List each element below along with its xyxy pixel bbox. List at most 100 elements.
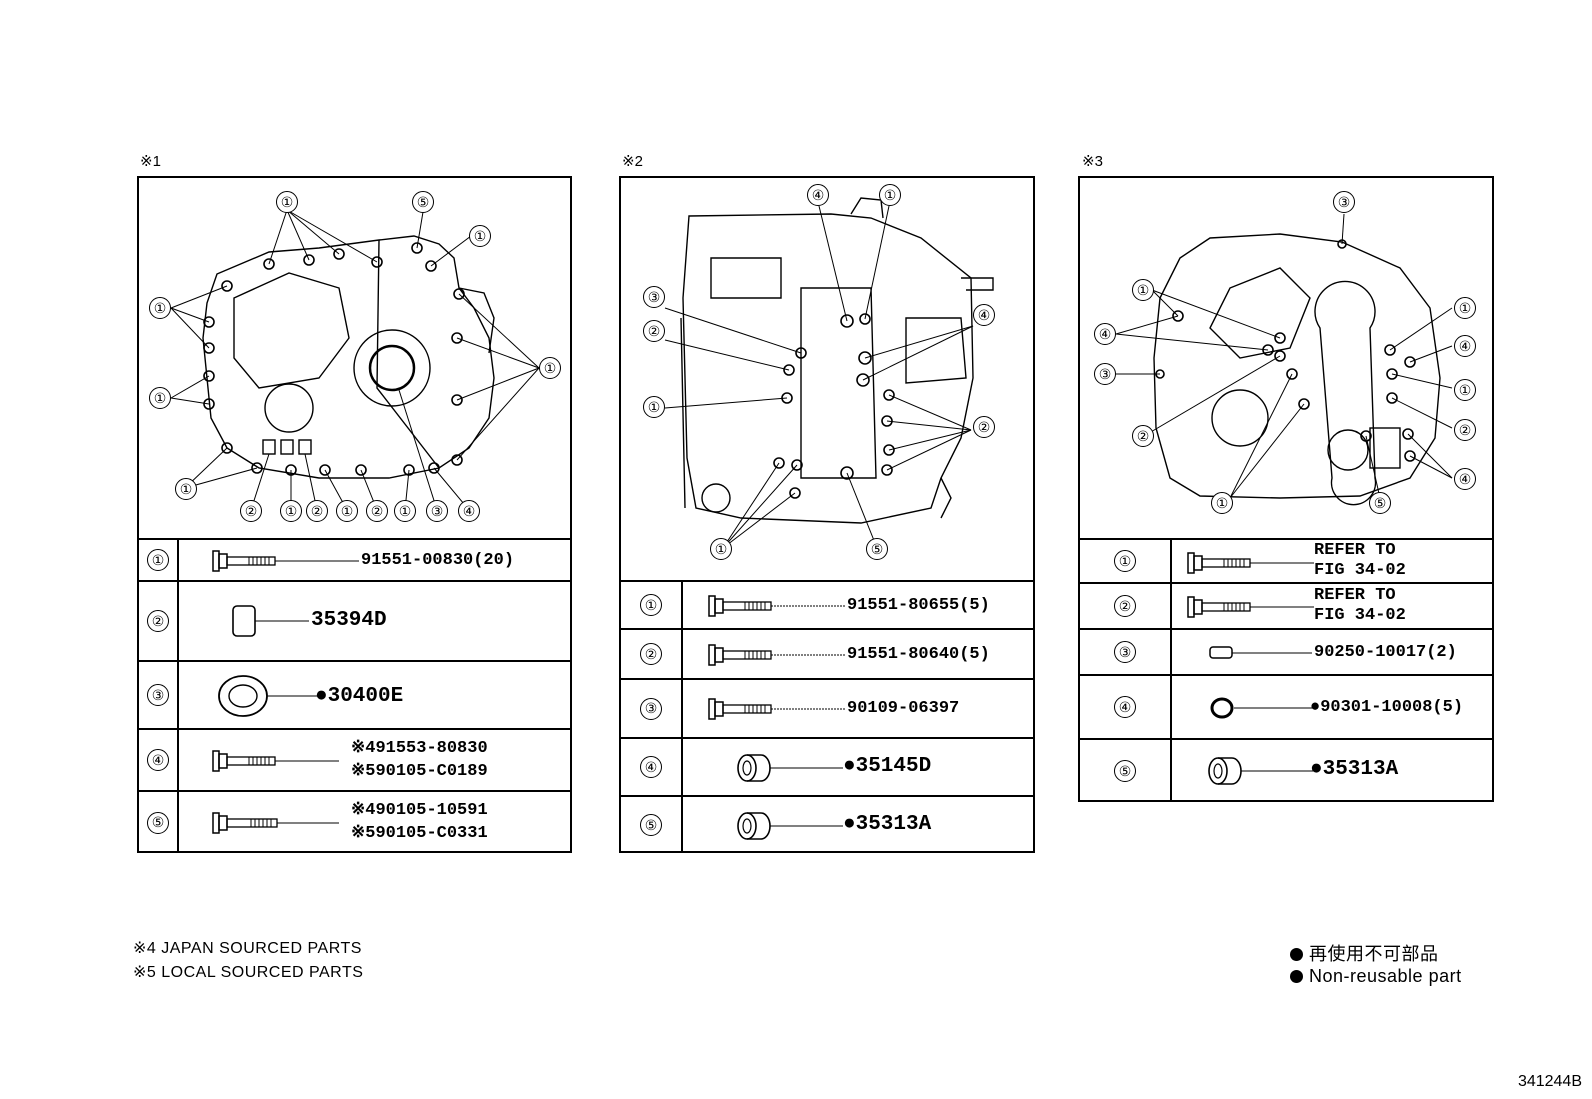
- part-number: ●30400E: [315, 685, 404, 708]
- local-sourced-note: ※5 LOCAL SOURCED PARTS: [133, 964, 364, 981]
- callout-1-bottom-left: ①: [175, 478, 197, 500]
- callout-3-top: ③: [1333, 191, 1355, 213]
- legend-non-reusable-en: Non-reusable part: [1290, 966, 1462, 987]
- callout-3-bottom: ③: [426, 500, 448, 522]
- flange-bolt-icon: [708, 698, 845, 720]
- callout-2-left: ②: [643, 320, 665, 342]
- panel-1-label: ※1: [140, 153, 161, 170]
- row-index: ①: [640, 594, 662, 616]
- parts-row-5: ⑤ ●35313A: [621, 795, 1033, 853]
- flange-bolt-icon: [212, 812, 339, 834]
- callout-1-top-right: ①: [469, 225, 491, 247]
- bushing-icon: [737, 754, 843, 782]
- panel-1: ① ⑤ ① ① ① ① ① ② ① ② ① ② ① ③ ④ ① 91551-00…: [137, 176, 572, 853]
- parts-row-3: ③ ●30400E: [139, 660, 570, 728]
- part-number-japan: ※491553-80830: [351, 739, 488, 758]
- japan-sourced-note: ※4 JAPAN SOURCED PARTS: [133, 940, 362, 957]
- panel-1-drawing: ① ⑤ ① ① ① ① ① ② ① ② ① ② ① ③ ④: [139, 178, 570, 540]
- parts-row-4: ④ ●35145D: [621, 737, 1033, 795]
- panel-3-label: ※3: [1082, 153, 1103, 170]
- flange-bolt-icon: [212, 750, 339, 772]
- row-index: ④: [147, 749, 169, 771]
- row-index: ④: [640, 756, 662, 778]
- part-number: 35394D: [311, 609, 387, 632]
- callout-1-upper-left: ①: [1132, 279, 1154, 301]
- panel-2-drawing: ④ ① ④ ③ ② ① ② ① ⑤: [621, 178, 1033, 582]
- parts-row-2: ② 35394D: [139, 580, 570, 660]
- row-index: ②: [147, 610, 169, 632]
- reference-line-1: REFER TO: [1314, 541, 1396, 560]
- panel-2: ④ ① ④ ③ ② ① ② ① ⑤ ① 91551-80655(5) ② 915…: [619, 176, 1035, 853]
- row-index: ③: [147, 684, 169, 706]
- part-number-local: ※590105-C0331: [351, 824, 488, 843]
- flange-bolt-icon: [212, 550, 359, 572]
- row-index: ②: [1114, 595, 1136, 617]
- case-front-illustration: [170, 209, 540, 511]
- parts-row-3: ③ 90250-10017(2): [1080, 628, 1492, 674]
- callout-5-top: ⑤: [412, 191, 434, 213]
- callout-2-right: ②: [973, 416, 995, 438]
- part-number: 91551-00830(20): [361, 551, 515, 570]
- part-number: ●35313A: [1310, 758, 1399, 781]
- callout-2-bottom-a: ②: [240, 500, 262, 522]
- part-number: ●35313A: [843, 813, 932, 836]
- callout-4-top: ④: [807, 184, 829, 206]
- flange-bolt-icon: [1187, 596, 1314, 618]
- legend-non-reusable-jp: 再使用不可部品: [1290, 940, 1439, 966]
- callout-1-top: ①: [276, 191, 298, 213]
- case-side-illustration: [664, 197, 994, 549]
- parts-row-5: ⑤ ●35313A: [1080, 738, 1492, 802]
- parts-row-3: ③ 90109-06397: [621, 678, 1033, 737]
- part-number-local: ※590105-C0189: [351, 762, 488, 781]
- callout-1-right-a: ①: [1454, 297, 1476, 319]
- parts-row-4: ④ ●90301-10008(5): [1080, 674, 1492, 738]
- callout-1-bottom: ①: [1211, 492, 1233, 514]
- callout-4-bottom: ④: [458, 500, 480, 522]
- callout-5-bottom: ⑤: [1369, 492, 1391, 514]
- reference-line-2: FIG 34-02: [1314, 561, 1406, 580]
- callout-5-bottom: ⑤: [866, 538, 888, 560]
- part-number: ●90301-10008(5): [1310, 698, 1464, 717]
- parts-row-2: ② REFER TO FIG 34-02: [1080, 582, 1492, 628]
- parts-row-2: ② 91551-80640(5): [621, 628, 1033, 678]
- row-index: ③: [1114, 641, 1136, 663]
- figure-id: 341244B: [1517, 1073, 1582, 1090]
- row-index: ①: [1114, 550, 1136, 572]
- oil-seal-icon: [218, 675, 319, 717]
- bushing-icon: [1208, 757, 1314, 785]
- row-index: ④: [1114, 696, 1136, 718]
- callout-4-left: ④: [1094, 323, 1116, 345]
- row-index: ⑤: [1114, 760, 1136, 782]
- case-rear-illustration: [1115, 213, 1453, 506]
- panel-2-label: ※2: [622, 153, 643, 170]
- callout-1-right-b: ①: [1454, 379, 1476, 401]
- callout-3-left: ③: [1094, 363, 1116, 385]
- part-number: ●35145D: [843, 755, 932, 778]
- callout-2-bottom-b: ②: [306, 500, 328, 522]
- filled-dot-icon: [1290, 970, 1303, 983]
- row-index: ⑤: [640, 814, 662, 836]
- row-index: ①: [147, 549, 169, 571]
- reference-line-1: REFER TO: [1314, 586, 1396, 605]
- callout-2-left: ②: [1132, 425, 1154, 447]
- filled-dot-icon: [1290, 948, 1303, 961]
- callout-1-right: ①: [539, 357, 561, 379]
- part-number: 90250-10017(2): [1314, 643, 1457, 662]
- row-index: ③: [640, 697, 662, 720]
- parts-row-1: ① 91551-00830(20): [139, 538, 570, 580]
- callout-4-right: ④: [973, 304, 995, 326]
- callout-1-bottom-c: ①: [394, 500, 416, 522]
- callout-2-right: ②: [1454, 419, 1476, 441]
- callout-1-left-lower: ①: [149, 387, 171, 409]
- part-number: 91551-80640(5): [847, 645, 990, 664]
- callout-1-left: ①: [643, 396, 665, 418]
- flange-bolt-icon: [1187, 552, 1314, 574]
- part-number: 90109-06397: [847, 699, 960, 718]
- callout-3-left: ③: [643, 286, 665, 308]
- callout-1-bottom-a: ①: [280, 500, 302, 522]
- plug-icon: [232, 605, 309, 637]
- row-index: ②: [640, 643, 662, 665]
- panel-3-drawing: ③ ① ④ ③ ② ① ⑤ ① ④ ① ② ④: [1080, 178, 1492, 540]
- row-index: ⑤: [147, 811, 169, 834]
- panel-3: ③ ① ④ ③ ② ① ⑤ ① ④ ① ② ④ ① REFER TO FIG 3…: [1078, 176, 1494, 802]
